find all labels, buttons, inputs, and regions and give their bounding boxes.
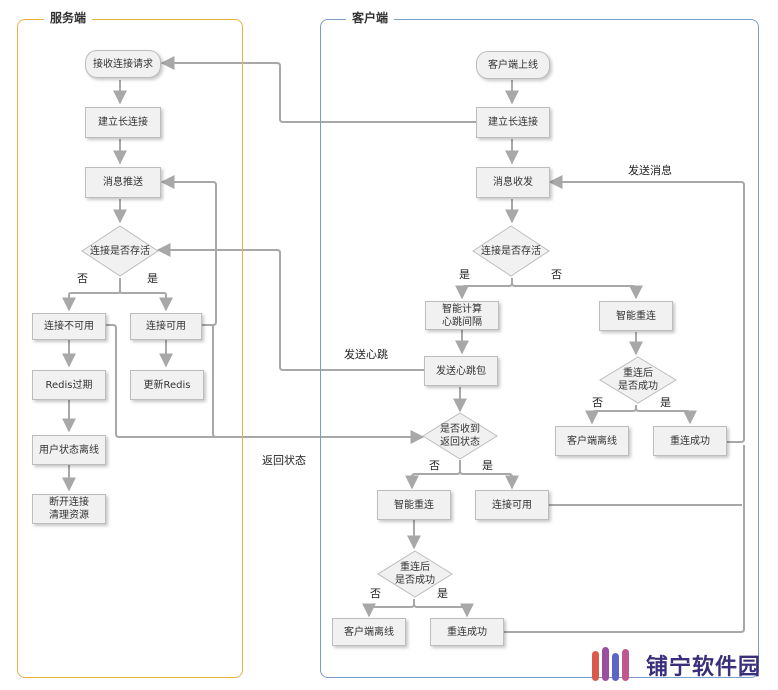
node-user-offline[interactable]: 用户状态离线 (32, 435, 106, 465)
node-disconnect-cleanup[interactable]: 断开连接 清理资源 (32, 494, 106, 524)
node-received-return[interactable]: 是否收到 返回状态 (422, 412, 498, 460)
edge-check-yes (119, 278, 173, 312)
edge-right-q-yes (635, 405, 697, 425)
client-check-no-label: 否 (551, 268, 562, 281)
node-connection-unavailable[interactable]: 连接不可用 (32, 313, 106, 340)
node-reconnect-success-right[interactable]: 重连成功 (653, 426, 727, 456)
server-lane (17, 19, 243, 678)
diamond-shape (377, 550, 453, 598)
received-no-label: 否 (429, 459, 440, 472)
server-lane-title: 服务端 (44, 10, 93, 26)
client-lane-title: 客户端 (346, 10, 395, 26)
node-right-reconnect-q[interactable]: 重连后 是否成功 (599, 356, 677, 404)
node-send-heartbeat[interactable]: 发送心跳包 (424, 356, 498, 386)
edge-client-check-no (511, 278, 643, 300)
diamond-shape (599, 356, 677, 404)
right-q-yes-label: 是 (660, 396, 671, 409)
edge-available-loop-push (160, 175, 217, 326)
edge-bottom-success-loop (504, 445, 745, 633)
node-client-check-alive-label: 连接是否存活 (481, 245, 541, 257)
edge-label-send-message: 发送消息 (628, 164, 672, 177)
bottom-q-yes-label: 是 (437, 587, 448, 600)
edge-received-yes (459, 460, 519, 490)
node-smart-reconnect-bottom[interactable]: 智能重连 (377, 490, 451, 520)
node-connection-available[interactable]: 连接可用 (130, 313, 202, 340)
node-reconnect-success-bottom[interactable]: 重连成功 (430, 618, 504, 646)
received-yes-label: 是 (482, 459, 493, 472)
watermark-logo: 铺宁软件园 (590, 645, 761, 685)
diamond-shape (81, 225, 159, 277)
diamond-shape (472, 225, 550, 277)
edge-heartbeat-to-server (156, 243, 424, 371)
client-lane (320, 19, 759, 678)
edge-right-success-loop (548, 175, 745, 443)
node-smart-reconnect-right[interactable]: 智能重连 (599, 301, 673, 331)
node-client-check-alive[interactable]: 连接是否存活 (472, 225, 550, 277)
edge-return-status (212, 325, 423, 438)
bottom-q-no-label: 否 (370, 587, 381, 600)
server-check-no-label: 否 (77, 272, 88, 285)
node-received-return-label: 是否收到 返回状态 (440, 424, 480, 448)
node-connection-available-client[interactable]: 连接可用 (475, 490, 549, 520)
diamond-shape (422, 412, 498, 460)
edge-label-return-status: 返回状态 (262, 454, 306, 467)
node-push-message[interactable]: 消息推送 (85, 167, 161, 198)
client-check-yes-label: 是 (459, 268, 470, 281)
logo-bars-icon (592, 647, 629, 681)
edge-client-to-server-connect (160, 56, 476, 123)
right-q-no-label: 否 (592, 396, 603, 409)
edge-unavailable-to-received (106, 324, 425, 444)
node-server-establish[interactable]: 建立长连接 (85, 107, 161, 138)
node-update-redis[interactable]: 更新Redis (130, 370, 204, 400)
node-server-check-alive[interactable]: 连接是否存活 (81, 225, 159, 277)
node-redis-expire[interactable]: Redis过期 (32, 370, 106, 400)
node-smart-heartbeat[interactable]: 智能计算 心跳间隔 (425, 301, 499, 330)
node-bottom-reconnect-q-label: 重连后 是否成功 (395, 562, 435, 586)
node-client-online[interactable]: 客户端上线 (476, 51, 550, 79)
node-server-check-alive-label: 连接是否存活 (90, 245, 150, 257)
edge-bottom-q-yes (413, 599, 474, 618)
server-check-yes-label: 是 (147, 272, 158, 285)
logo-text: 铺宁软件园 (646, 655, 762, 680)
node-client-establish[interactable]: 建立长连接 (476, 107, 550, 138)
node-client-offline-right[interactable]: 客户端离线 (555, 426, 629, 456)
node-message-io[interactable]: 消息收发 (476, 167, 550, 198)
edge-label-send-heartbeat: 发送心跳 (344, 348, 388, 361)
node-client-offline-bottom[interactable]: 客户端离线 (332, 618, 406, 646)
node-right-reconnect-q-label: 重连后 是否成功 (618, 368, 658, 392)
node-bottom-reconnect-q[interactable]: 重连后 是否成功 (377, 550, 453, 598)
node-receive-request[interactable]: 接收连接请求 (85, 50, 161, 78)
